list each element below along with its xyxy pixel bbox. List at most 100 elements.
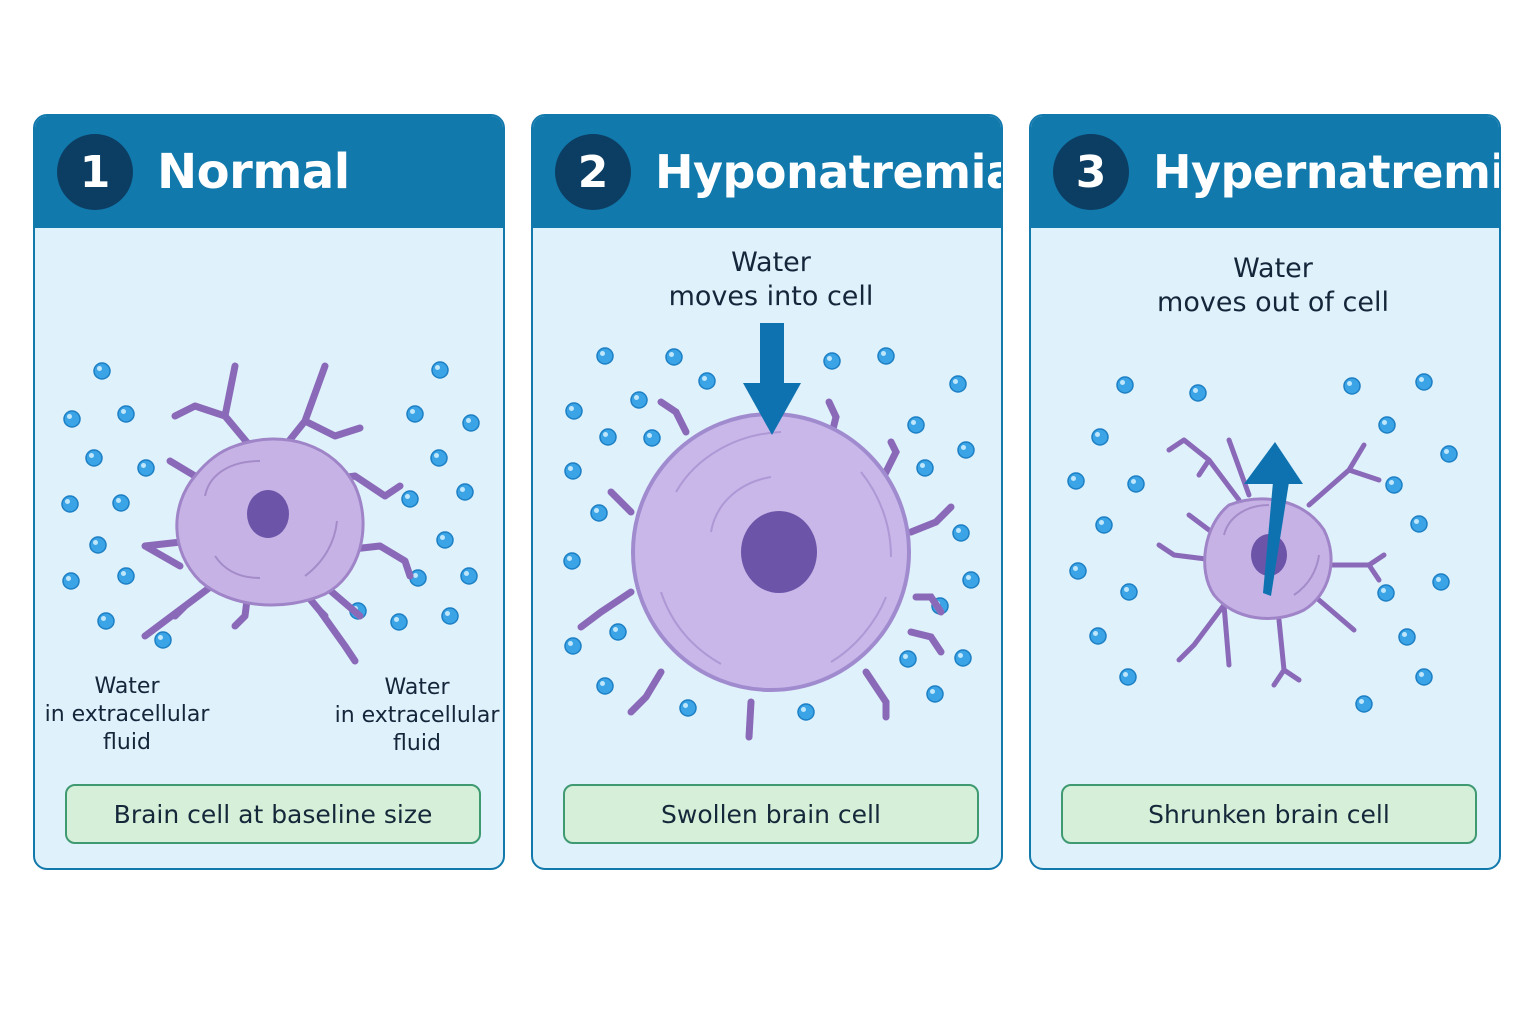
water-droplet-highlight [683, 703, 688, 708]
water-droplet [698, 372, 716, 390]
water-droplet-highlight [881, 351, 886, 356]
water-droplet-highlight [1073, 566, 1078, 571]
water-droplet-highlight [158, 635, 163, 640]
water-droplet-highlight [911, 420, 916, 425]
step-number-badge: 1 [57, 134, 133, 210]
water-droplet [1120, 583, 1138, 601]
panel-header: 2 Hyponatremia [533, 116, 1001, 228]
water-droplet [85, 449, 103, 467]
water-droplet [112, 494, 130, 512]
water-droplet [462, 414, 480, 432]
water-droplet [679, 699, 697, 717]
water-droplets [1067, 373, 1458, 713]
water-droplet [1116, 376, 1134, 394]
water-droplet-highlight [634, 395, 639, 400]
water-droplet [89, 536, 107, 554]
water-droplet-highlight [1193, 388, 1198, 393]
water-droplet-highlight [1414, 519, 1419, 524]
water-droplet [154, 631, 172, 649]
water-droplet-highlight [1099, 520, 1104, 525]
water-droplet [431, 361, 449, 379]
water-droplet-highlight [930, 689, 935, 694]
water-droplet-highlight [1381, 588, 1386, 593]
water-droplet [609, 623, 627, 641]
water-droplet [137, 459, 155, 477]
water-droplet-highlight [1095, 432, 1100, 437]
arrow-into-cell-icon [743, 323, 801, 435]
water-droplet [823, 352, 841, 370]
neuron-swollen [577, 398, 955, 741]
water-droplet-highlight [66, 576, 71, 581]
panel-title: Hyponatremia [655, 145, 1003, 199]
water-droplet-highlight [93, 540, 98, 545]
water-droplet [643, 429, 661, 447]
water-droplet [1091, 428, 1109, 446]
water-droplet [93, 362, 111, 380]
water-droplet [1432, 573, 1450, 591]
water-droplet-highlight [801, 707, 806, 712]
water-droplet-highlight [1071, 476, 1076, 481]
water-droplet [1095, 516, 1113, 534]
water-droplet-highlight [958, 653, 963, 658]
water-droplet-highlight [65, 499, 70, 504]
water-droplet-highlight [600, 351, 605, 356]
water-droplet-highlight [1123, 672, 1128, 677]
water-droplet [1377, 584, 1395, 602]
water-droplet [630, 391, 648, 409]
panel-header: 3 Hypernatremia [1031, 116, 1499, 228]
neuron-normal [141, 362, 414, 665]
water-droplet [97, 612, 115, 630]
water-droplet-highlight [435, 365, 440, 370]
water-droplet [899, 650, 917, 668]
water-droplet-highlight [434, 453, 439, 458]
water-droplet-highlight [569, 406, 574, 411]
panel-caption: Swollen brain cell [563, 784, 979, 844]
water-droplet [1410, 515, 1428, 533]
water-droplet [460, 567, 478, 585]
water-droplet [61, 495, 79, 513]
water-droplet-highlight [1419, 672, 1424, 677]
water-droplet [952, 524, 970, 542]
water-droplet [1127, 475, 1145, 493]
water-droplet-highlight [460, 487, 465, 492]
water-droplet-highlight [953, 379, 958, 384]
water-droplet-highlight [405, 494, 410, 499]
water-droplet-highlight [1402, 632, 1407, 637]
panel-header: 1 Normal [35, 116, 503, 228]
water-droplet-highlight [1093, 631, 1098, 636]
panel-title: Hypernatremia [1153, 145, 1501, 199]
water-droplet-highlight [1120, 380, 1125, 385]
water-droplet [599, 428, 617, 446]
water-droplet [1385, 476, 1403, 494]
water-droplet-highlight [1382, 420, 1387, 425]
water-droplet [1119, 668, 1137, 686]
water-droplet [1415, 668, 1433, 686]
panel-title: Normal [157, 144, 350, 200]
water-droplet [1415, 373, 1433, 391]
water-droplet [563, 552, 581, 570]
water-droplet-highlight [1389, 480, 1394, 485]
water-droplet [907, 416, 925, 434]
water-droplet [1378, 416, 1396, 434]
water-droplet-highlight [141, 463, 146, 468]
water-droplet-highlight [567, 556, 572, 561]
water-droplet [62, 572, 80, 590]
water-droplet [406, 405, 424, 423]
water-droplet [401, 490, 419, 508]
water-droplet-highlight [1436, 577, 1441, 582]
water-droplet-highlight [827, 356, 832, 361]
step-number-badge: 2 [555, 134, 631, 210]
water-droplet-highlight [413, 573, 418, 578]
water-droplet [877, 347, 895, 365]
water-droplet [949, 375, 967, 393]
neuron-swollen-icon [563, 323, 980, 741]
water-droplet-highlight [394, 617, 399, 622]
water-droplet-highlight [613, 627, 618, 632]
water-droplet [1355, 695, 1373, 713]
water-droplet [564, 637, 582, 655]
panel-caption: Brain cell at baseline size [65, 784, 481, 844]
water-droplet-highlight [568, 466, 573, 471]
